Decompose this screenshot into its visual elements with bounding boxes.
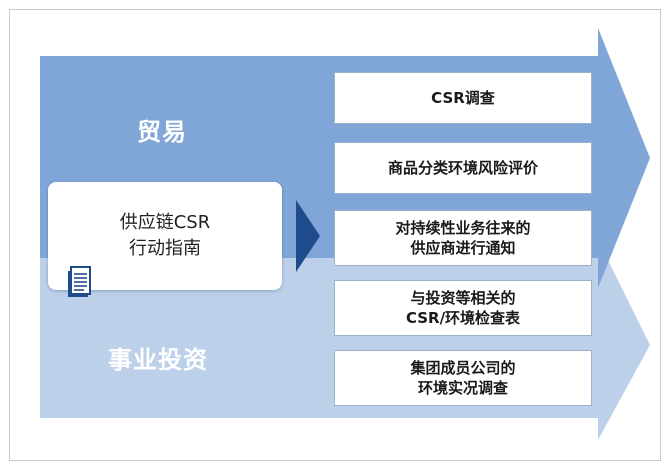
step-line-1: 对持续性业务往来的 <box>395 219 531 237</box>
document-icon <box>68 266 91 297</box>
step-line-1: 商品分类环境风险评价 <box>387 159 538 177</box>
guide-box: 供应链CSR 行动指南 <box>48 182 282 290</box>
step-line-2: CSR/环境检查表 <box>405 309 521 327</box>
step-line-2: 供应商进行通知 <box>410 239 516 257</box>
investment-label: 事业投资 <box>108 346 208 374</box>
step-box: 集团成员公司的 环境实况调查 <box>334 350 592 406</box>
step-box: 商品分类环境风险评价 <box>334 142 592 194</box>
pointer-triangle <box>296 200 320 272</box>
step-box: CSR调查 <box>334 72 592 124</box>
step-line-2: 环境实况调查 <box>417 379 508 397</box>
guide-line-1: 供应链CSR <box>119 212 211 233</box>
step-line-1: 集团成员公司的 <box>410 359 516 377</box>
step-box: 与投资等相关的 CSR/环境检查表 <box>334 280 592 336</box>
step-line-1: CSR调查 <box>431 89 495 107</box>
trade-label: 贸易 <box>137 118 187 146</box>
guide-line-2: 行动指南 <box>129 238 201 259</box>
step-line-1: 与投资等相关的 <box>410 289 516 307</box>
step-box: 对持续性业务往来的 供应商进行通知 <box>334 210 592 266</box>
